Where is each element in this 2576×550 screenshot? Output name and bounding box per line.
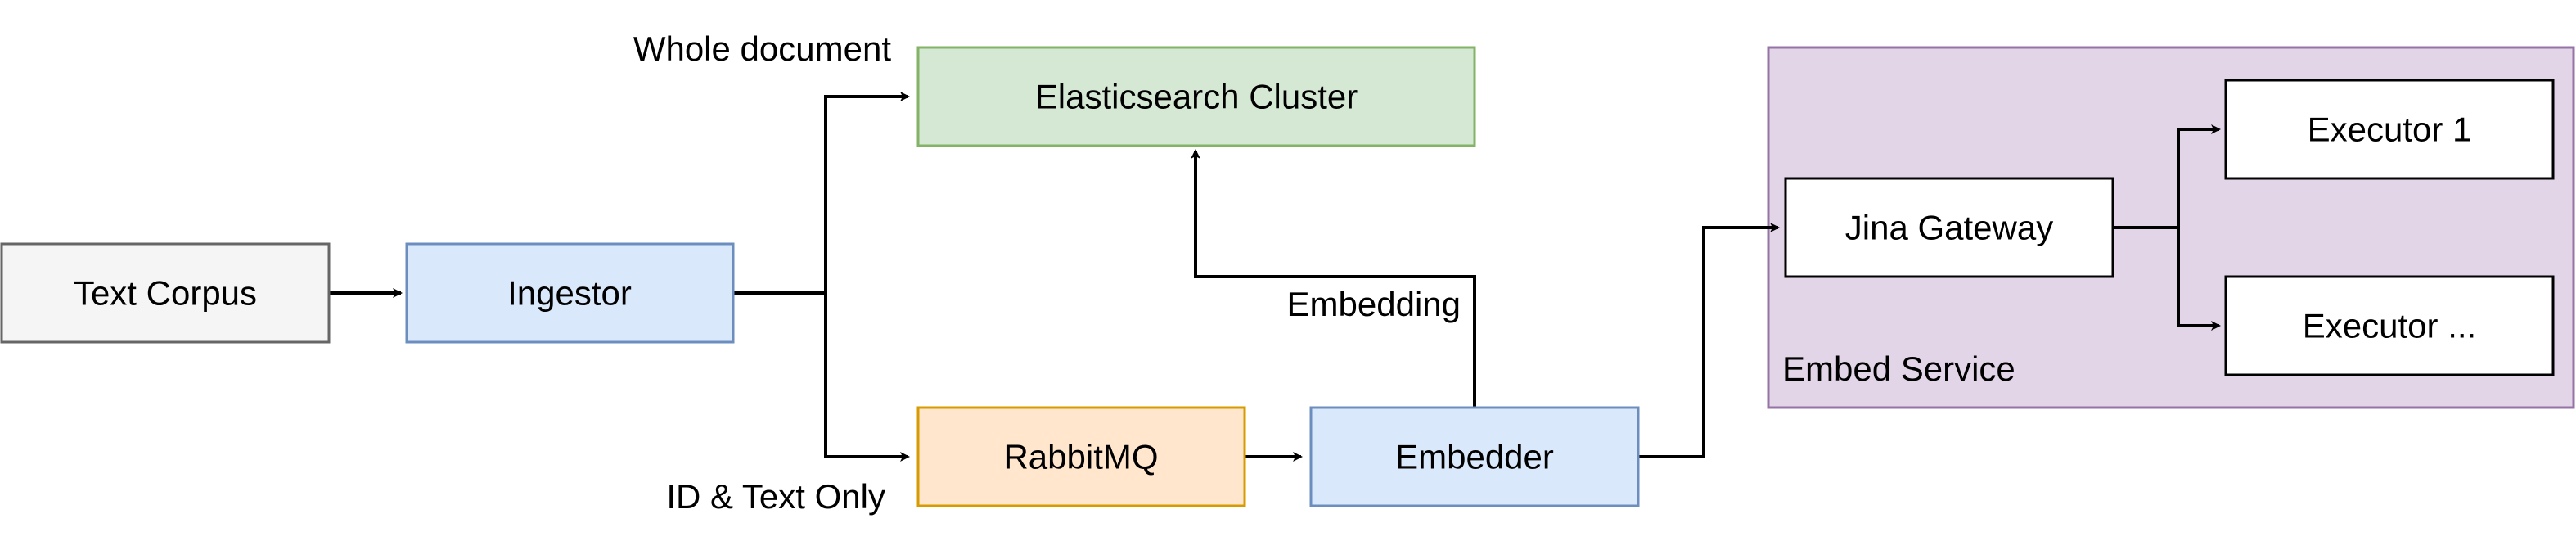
executor-n-box	[2224, 275, 2555, 376]
node-embedder: Embedder	[1309, 406, 1640, 507]
elasticsearch-box	[916, 46, 1476, 147]
node-elasticsearch-cluster: Elasticsearch Cluster	[916, 46, 1476, 147]
jina-gateway-label: Jina Gateway	[1845, 209, 2053, 247]
edge-label-embedding-bg	[1259, 280, 1465, 326]
ingestor-box	[405, 242, 735, 344]
text-corpus-label: Text Corpus	[74, 274, 257, 313]
embedder-label: Embedder	[1395, 438, 1554, 476]
embed-service-label: Embed Service	[1782, 349, 2015, 388]
rabbitmq-label: RabbitMQ	[1003, 438, 1158, 476]
executor-n-label: Executor ...	[2303, 307, 2476, 345]
edge-jina-gateway-to-executor-n	[2177, 228, 2221, 331]
edge-embedder-to-elasticsearch	[1191, 149, 1476, 407]
jina-gateway-box	[1784, 177, 2114, 278]
node-executor-n: Executor ...	[2224, 275, 2555, 376]
node-executor-1: Executor 1	[2224, 79, 2555, 180]
node-text-corpus: Text Corpus	[0, 242, 331, 344]
rabbitmq-box	[916, 406, 1246, 507]
executor-1-box	[2224, 79, 2555, 180]
edges	[329, 92, 2221, 462]
node-jina-gateway: Jina Gateway	[1784, 177, 2114, 278]
elasticsearch-label: Elasticsearch Cluster	[1035, 78, 1358, 116]
embedder-box	[1309, 406, 1640, 507]
edge-ingestor-to-rabbitmq	[824, 293, 910, 462]
text-corpus-box	[0, 242, 331, 344]
edge-label-id-text-only: ID & Text Only	[666, 477, 885, 516]
edge-label-whole-document: Whole document	[633, 29, 891, 68]
edge-label-embedding: Embedding	[1287, 285, 1461, 323]
edge-jina-gateway-to-executor-1	[2177, 124, 2221, 228]
node-ingestor: Ingestor	[405, 242, 735, 344]
executor-1-label: Executor 1	[2308, 110, 2472, 149]
ingestor-label: Ingestor	[507, 274, 632, 313]
edge-ingestor-to-elasticsearch	[824, 92, 910, 293]
edge-embedder-to-jina-gateway	[1638, 223, 1780, 458]
node-rabbitmq: RabbitMQ	[916, 406, 1246, 507]
